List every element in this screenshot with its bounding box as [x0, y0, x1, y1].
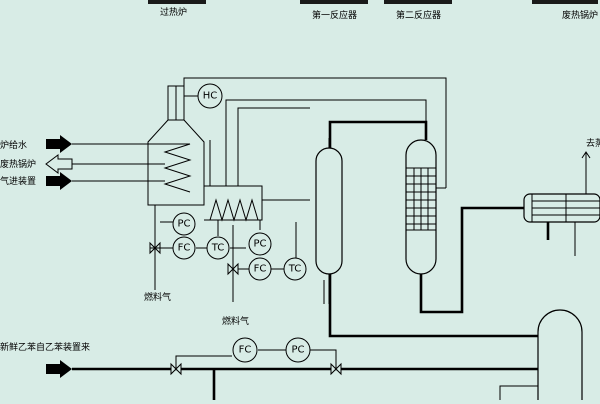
fuel-gas-2-label: 燃料气 [222, 315, 249, 327]
tc-instrument-1: TC [206, 236, 230, 260]
fresh-ethylbenzene-arrow [46, 360, 72, 378]
feed-valve-1 [170, 362, 182, 376]
pc-2-label: PC [253, 239, 266, 250]
fc-3-label: FC [239, 345, 252, 356]
tc-instrument-2: TC [283, 257, 307, 281]
to-waste-heat-boiler-arrow [45, 154, 73, 174]
waste-heat-boiler-label: 废热锅炉 [562, 9, 598, 21]
tc-1-label: TC [211, 243, 225, 254]
bottom-column [499, 309, 583, 400]
reactor2-label: 第二反应器 [396, 9, 441, 21]
pc-instrument-1: PC [172, 212, 196, 236]
to-unit-arrow [46, 172, 72, 190]
heat-exchanger [523, 151, 600, 256]
pc-1-label: PC [177, 219, 190, 230]
boiler-water-label: 炉给水 [0, 139, 27, 151]
upper-piping [183, 77, 447, 201]
fresh-ethylbenzene-label: 新鲜乙苯自乙苯装置来 [0, 341, 90, 353]
reactor1-label: 第一反应器 [312, 9, 357, 21]
tc-2-label: TC [288, 264, 302, 275]
pc-instrument-3: PC [285, 337, 311, 363]
fc-2-label: FC [254, 264, 267, 275]
fc-instrument-3: FC [232, 337, 258, 363]
header-bars [148, 0, 598, 4]
hc-label: HC [203, 91, 218, 102]
right-partial-label: 去蒸 [586, 137, 600, 149]
fuel-gas-lines [149, 205, 297, 302]
fc-instrument-1: FC [172, 236, 196, 260]
superheater-label: 过热炉 [160, 6, 187, 18]
convection-coils [204, 185, 280, 222]
fuel-gas-1-label: 燃料气 [144, 291, 171, 303]
pc-instrument-2: PC [248, 232, 272, 256]
feed-valve-2 [330, 362, 342, 376]
reactor-piping [323, 187, 538, 338]
feed-line [72, 349, 538, 400]
to-unit-label: 气进装置 [0, 175, 36, 187]
hc-instrument: HC [197, 83, 223, 109]
fc-1-label: FC [178, 243, 191, 254]
reactor-2 [405, 139, 437, 275]
to-waste-heat-boiler-stream-label: 废热锅炉 [0, 158, 36, 170]
superheater-furnace [72, 85, 205, 206]
pc-3-label: PC [291, 345, 304, 356]
stream-arrows [45, 135, 73, 378]
fuel-valve-2 [227, 262, 239, 276]
fc-instrument-2: FC [248, 257, 272, 281]
feed-valves [170, 362, 342, 376]
boiler-water-arrow [46, 135, 72, 153]
